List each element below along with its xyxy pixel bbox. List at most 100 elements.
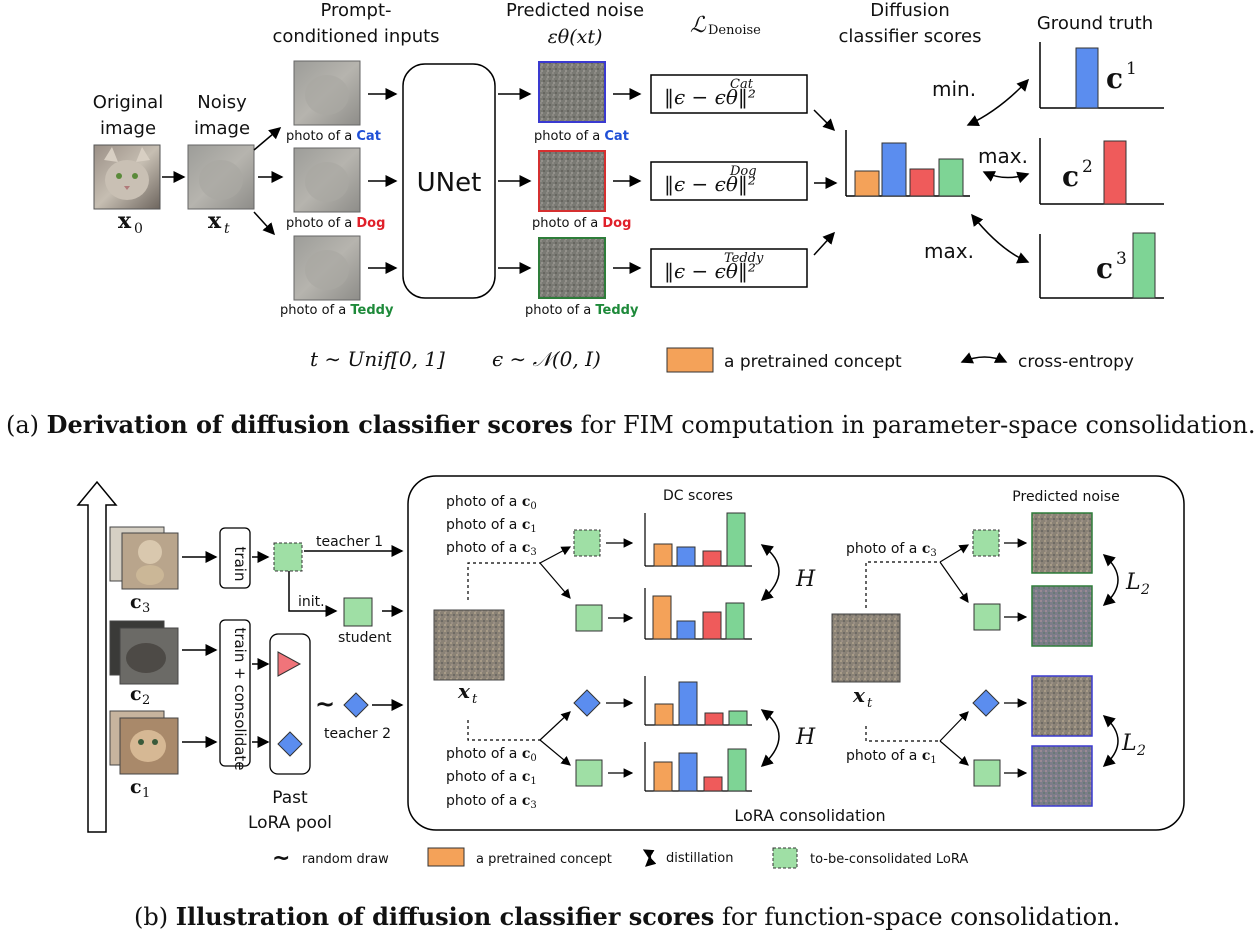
loss-sup-teddy: Teddy: [724, 251, 764, 266]
legend-random-draw-icon: ~: [272, 846, 290, 871]
figure-b: c 3 c 2 c 1 train train + consolidate te…: [76, 475, 1185, 931]
task-sub-c1: 1: [142, 786, 150, 801]
xt-left-sub: t: [472, 692, 478, 707]
prompt-c3-right: photo of a c3: [846, 541, 937, 559]
legend-t-dist: t ∼ Unif[0, 1]: [310, 347, 445, 371]
gt-bar-2: [1103, 140, 1127, 205]
train-consolidate-label: train + consolidate: [231, 627, 249, 770]
header-diffusion-line2: classifier scores: [839, 26, 982, 47]
lora-dashed-right: [972, 529, 1000, 557]
noise-image-dog: [538, 150, 606, 212]
l2-label-2: L: [1121, 731, 1137, 756]
teacher1-label: teacher 1: [316, 534, 383, 550]
score-bar-1: [854, 170, 880, 197]
loss-formula-cat: ‖ϵ − ϵθ‖²: [664, 85, 756, 110]
ground-truth-chart-2: c 2: [1039, 138, 1164, 205]
prompt-c0-top: photo of a c0: [446, 494, 537, 512]
arrow-branch-right-4: [939, 740, 969, 766]
arrow-branch-top-2: [539, 562, 571, 599]
past-pool-line2: LoRA pool: [248, 813, 332, 833]
arrow-noisy-to-cat: [253, 127, 282, 151]
noisy-image-right: [831, 613, 901, 683]
legend-distillation-label: distillation: [666, 851, 733, 866]
noise-image-teddy: [538, 237, 606, 299]
gt-bar-1: [1075, 47, 1099, 109]
gt-bar-3: [1132, 232, 1156, 299]
prompt-input-teddy: [293, 235, 361, 301]
prompt-c3-bottom: photo of a c3: [446, 793, 537, 811]
loss-box-teddy: ‖ϵ − ϵθ‖² Teddy: [650, 248, 808, 288]
gt-sup-3: 3: [1116, 249, 1127, 269]
lora-teacher2-diamond: [573, 689, 601, 717]
dashed-branch-bottom: [467, 720, 540, 741]
train-label: train: [231, 547, 249, 582]
l2-label-1: L: [1125, 570, 1141, 595]
dashed-branch-right-bottom: [865, 726, 940, 742]
pool-lora-triangle: [277, 651, 302, 677]
l2-arrow-1: [1102, 554, 1119, 606]
teacher2-lora: [343, 692, 369, 718]
student-label: student: [338, 630, 392, 646]
noisy-symbol: x: [208, 208, 222, 234]
header-loss-sub: Denoise: [708, 23, 761, 38]
task-image-dog: [109, 620, 179, 685]
lora-diamond-right: [972, 689, 1000, 717]
header-prompt-line2: conditioned inputs: [272, 26, 439, 47]
distill-arrow-1: [760, 544, 780, 601]
arrow-branch-right-2: [939, 561, 969, 603]
h-label-1: H: [795, 567, 816, 592]
header-ground-truth: Ground truth: [1037, 13, 1153, 34]
ground-truth-chart-1: c 1: [1039, 42, 1164, 109]
noise-image-cat: [538, 61, 606, 123]
distill-arrow-2: [760, 709, 780, 768]
arrow-branch-right-1: [939, 544, 970, 563]
legend-pretrained-swatch: [666, 347, 714, 373]
loss-formula-dog: ‖ϵ − ϵθ‖²: [664, 172, 756, 197]
lora-consolidation-panel: [407, 475, 1185, 831]
arrow-init: [288, 571, 338, 617]
arrow-max-ce-2: [971, 213, 1030, 264]
prompt-c3-top: photo of a c3: [446, 540, 537, 558]
task-sub-c3: 3: [142, 601, 150, 616]
caption-a: (a) Derivation of diffusion classifier s…: [6, 410, 1254, 439]
noise-r4: [1031, 745, 1093, 807]
time-up-arrow: [76, 480, 118, 833]
noisy-cat-image: [187, 144, 255, 210]
loss-box-cat: ‖ϵ − ϵθ‖² Cat: [650, 74, 808, 114]
to-be-consolidated-lora: [273, 542, 303, 572]
prompt-c1-bottom: photo of a c1: [446, 769, 537, 787]
legend-random-draw-label: random draw: [302, 852, 389, 867]
header-noise-formula: εθ(xt): [548, 26, 603, 48]
task-label-c3: c: [130, 591, 142, 613]
legend-pretrained-label: a pretrained concept: [724, 352, 902, 372]
task-image-teddy: [109, 526, 179, 590]
pool-lora-diamond: [277, 731, 303, 757]
lora-student-2: [575, 759, 603, 787]
dc-chart-4: [644, 742, 752, 792]
original-symbol: x: [118, 208, 132, 234]
xt-left-symbol: x: [457, 679, 471, 703]
xt-right-sub: t: [867, 696, 873, 711]
init-label: init.: [298, 594, 325, 610]
legend-to-be-consolidated-label: to-be-consolidated LoRA: [810, 852, 968, 867]
arrow-min-ce: [966, 78, 1030, 126]
unet-label: UNet: [417, 168, 482, 198]
prompt-c0-bottom: photo of a c0: [446, 746, 537, 764]
legend-ce-icon: [960, 352, 1008, 364]
original-label-line1: Original: [93, 92, 163, 113]
noisy-image-left: [433, 609, 505, 681]
loss-sup-dog: Dog: [729, 164, 757, 179]
l2-arrow-2: [1102, 715, 1119, 767]
lora-student-1: [575, 604, 603, 632]
prompt-text-dog: photo of a Dog: [286, 216, 385, 231]
noisy-label-line2: image: [194, 118, 250, 139]
loss-formula-teddy: ‖ϵ − ϵθ‖²: [664, 259, 756, 284]
teacher2-label: teacher 2: [324, 726, 391, 742]
prompt-input-dog: [293, 147, 361, 213]
past-pool-line1: Past: [272, 788, 308, 808]
arrow-max-ce-1: [982, 171, 1030, 184]
lora-student-right-2: [973, 759, 1001, 787]
gt-label-2: c: [1062, 160, 1079, 193]
gt-sup-1: 1: [1126, 59, 1137, 79]
